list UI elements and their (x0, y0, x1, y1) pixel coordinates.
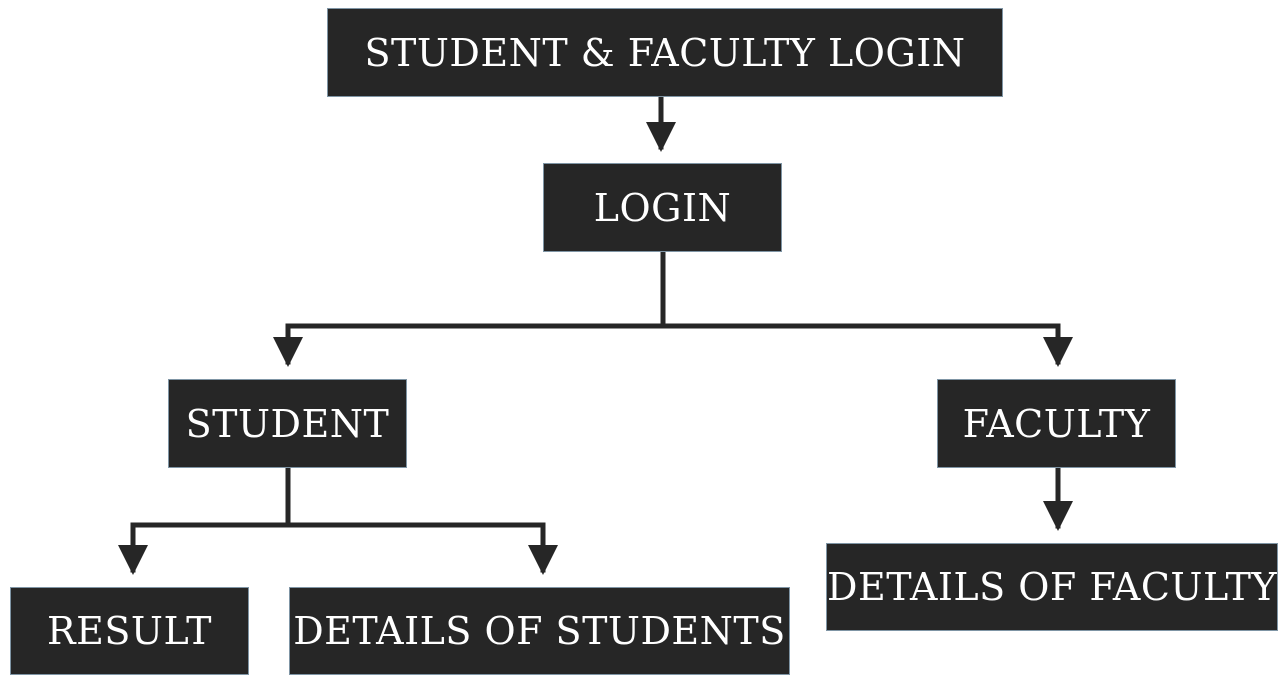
node-details-of-students: DETAILS OF STUDENTS (289, 587, 790, 675)
node-details-of-faculty: DETAILS OF FACULTY (826, 543, 1278, 631)
node-result: RESULT (10, 587, 249, 675)
node-result-label: RESULT (47, 609, 212, 653)
node-details-of-faculty-label: DETAILS OF FACULTY (826, 565, 1278, 609)
node-faculty: FACULTY (937, 379, 1176, 468)
node-login: LOGIN (543, 163, 782, 252)
node-details-of-students-label: DETAILS OF STUDENTS (293, 609, 786, 653)
node-root-label: STUDENT & FACULTY LOGIN (364, 30, 966, 75)
node-student-label: STUDENT (185, 401, 390, 446)
node-student: STUDENT (168, 379, 407, 468)
node-login-label: LOGIN (593, 185, 732, 230)
node-faculty-label: FACULTY (962, 401, 1151, 446)
node-root: STUDENT & FACULTY LOGIN (327, 8, 1003, 97)
